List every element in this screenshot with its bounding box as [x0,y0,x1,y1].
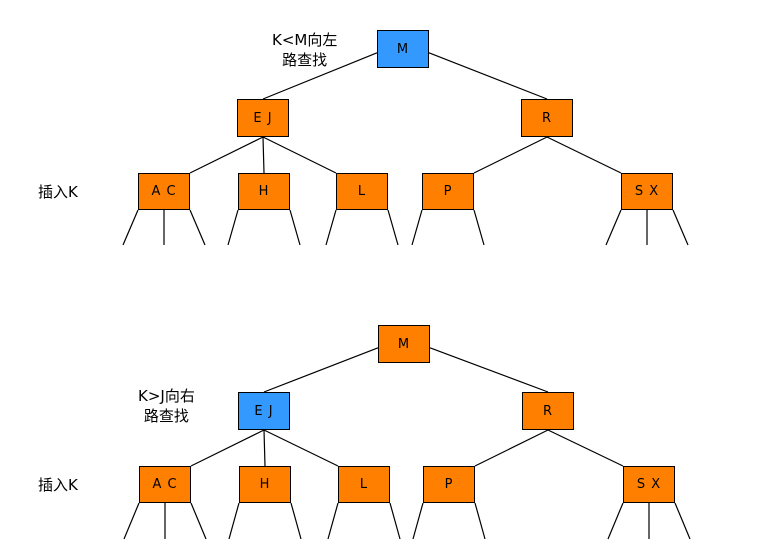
leaf-link-AC-2 [190,502,207,540]
leaf-link-L-0 [325,209,337,246]
node-M: M [377,30,429,68]
edge-EJ-AC [189,136,264,174]
leaf-link-AC-2 [189,209,206,246]
leaf-link-SX-0 [605,209,622,246]
edge-R-SX [546,136,622,174]
insert-label-1: 插入K [38,183,78,201]
edge-EJ-AC [190,429,265,467]
node-R: R [522,392,574,430]
search-note-1: K<M向左 路查找 [272,30,337,70]
edge-M-R [429,347,549,393]
node-AC: A C [139,466,191,503]
node-SX: S X [623,466,675,503]
leaf-link-L-1 [387,209,399,246]
leaf-link-P-0 [412,502,424,540]
leaf-link-L-1 [389,502,401,540]
leaf-link-P-1 [473,209,485,246]
node-P: P [422,173,474,210]
leaf-link-L-0 [327,502,339,540]
edge-R-P [473,136,548,174]
edge-R-SX [547,429,624,467]
node-EJ: E J [237,99,289,137]
leaf-link-SX-0 [607,502,624,540]
search-note-1-line2: 路查找 [282,51,328,69]
node-EJ: E J [238,392,290,430]
leaf-link-SX-2 [672,209,689,246]
node-P: P [423,466,475,503]
node-L: L [338,466,390,503]
leaf-link-P-0 [411,209,423,246]
insert-label-2: 插入K [38,476,78,494]
leaf-link-AC-0 [122,209,139,246]
edge-M-EJ [262,52,378,100]
leaf-link-SX-2 [674,502,691,540]
search-note-2-line2: 路查找 [143,407,189,425]
edge-R-P [474,429,549,467]
leaf-link-H-0 [228,502,240,540]
leaf-link-P-1 [474,502,486,540]
node-AC: A C [138,173,190,210]
edge-EJ-L [263,429,339,467]
leaf-link-H-1 [289,209,301,246]
edge-EJ-L [262,136,337,174]
edge-M-R [428,52,548,100]
search-note-1-line1: K<M向左 [272,31,338,49]
leaf-link-H-0 [227,209,239,246]
edge-M-EJ [263,347,379,393]
leaf-link-H-1 [290,502,302,540]
node-H: H [239,466,291,503]
edge-EJ-H [263,429,266,467]
node-M: M [378,325,430,363]
node-H: H [238,173,290,210]
edge-EJ-H [262,136,265,174]
node-R: R [521,99,573,137]
search-note-2: K>J向右 路查找 [138,386,195,426]
leaf-link-AC-0 [123,502,140,540]
search-note-2-line1: K>J向右 [138,387,195,405]
node-L: L [336,173,388,210]
node-SX: S X [621,173,673,210]
